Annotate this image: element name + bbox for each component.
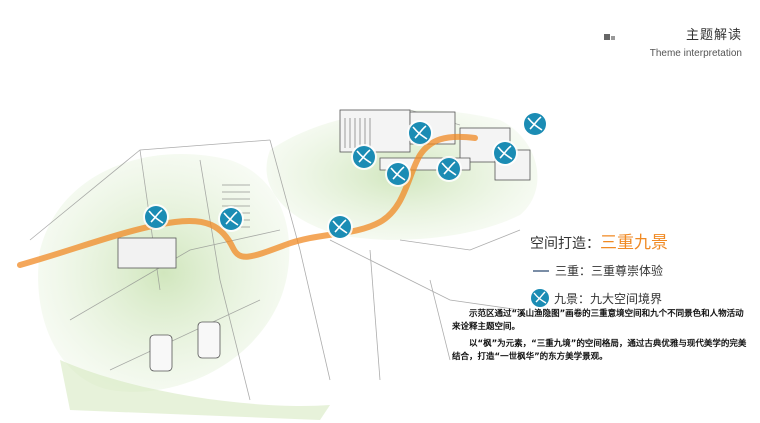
parked-cars <box>149 321 221 372</box>
description-paragraph-1: 示范区通过“溪山渔隐图”画卷的三重意境空间和九个不同景色和人物活动来诠释主题空间… <box>452 309 744 332</box>
scene-marker-icon <box>531 289 549 307</box>
legend-row-route-label: 三重：三重尊崇体验 <box>555 264 664 278</box>
route-swatch-icon <box>533 269 549 272</box>
legend-row-scenes: 九景：九大空间境界 <box>530 288 668 308</box>
legend-heading: 空间打造：三重九景 <box>530 228 668 253</box>
building-shading <box>344 118 371 148</box>
scene-marker-6 <box>407 120 433 146</box>
page-title: 主题解读 <box>685 28 742 43</box>
plaza-block <box>117 237 177 269</box>
description-paragraph-2: 以“枫”为元素，“三重九境”的空间格局，通过古典优雅与现代美学的完美结合，打造“… <box>452 339 747 362</box>
scene-marker-1 <box>143 204 169 230</box>
page-header: 主题解读 Theme interpretation <box>603 24 742 59</box>
legend-heading-accent: 三重九景 <box>600 233 668 253</box>
legend: 空间打造：三重九景 三重：三重尊崇体验 九景：九大空间境界 <box>530 228 668 308</box>
legend-row-route: 三重：三重尊崇体验 <box>530 262 668 279</box>
scene-marker-2 <box>218 206 244 232</box>
sketch-lines <box>29 109 521 401</box>
header-deco-icon <box>603 34 615 40</box>
legend-heading-prefix: 空间打造： <box>530 236 600 252</box>
scene-marker-7 <box>436 156 462 182</box>
green-area-bottom <box>60 360 330 420</box>
scene-marker-4 <box>351 144 377 170</box>
page-subtitle: Theme interpretation <box>649 48 742 59</box>
legend-row-scenes-label: 九景：九大空间境界 <box>554 291 663 306</box>
scene-marker-9 <box>522 111 548 137</box>
scene-marker-5 <box>385 161 411 187</box>
scene-marker-8 <box>492 140 518 166</box>
scene-marker-3 <box>327 214 353 240</box>
description: 示范区通过“溪山渔隐图”画卷的三重意境空间和九个不同景色和人物活动来诠释主题空间… <box>452 308 752 368</box>
